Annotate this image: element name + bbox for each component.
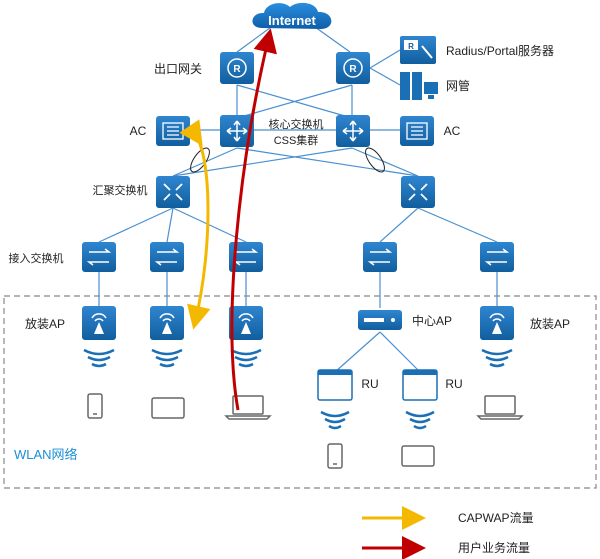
wlan-label: WLAN网络 <box>14 447 78 462</box>
user-traffic-arrow <box>230 28 277 411</box>
router-right: R <box>336 52 370 84</box>
laptop-1-icon <box>224 395 272 420</box>
access-switch-3 <box>229 242 263 272</box>
center-ap-icon <box>358 310 402 330</box>
ap-left-label: 放装AP <box>25 316 65 331</box>
nms-label: 网管 <box>446 78 470 93</box>
ap-3-icon <box>229 306 263 368</box>
router-left: R <box>220 52 254 84</box>
legend-user-traffic: 用户业务流量 <box>362 536 530 559</box>
legend: CAPWAP流量 用户业务流量 <box>362 506 534 559</box>
access-switch-1 <box>82 242 116 272</box>
ac-left-label: AC <box>130 124 147 138</box>
ru-left-label: RU <box>361 377 378 391</box>
terminals <box>87 393 524 469</box>
svg-text:R: R <box>349 64 357 75</box>
center-ap-label: 中心AP <box>412 313 452 328</box>
ap-5-icon <box>480 306 514 368</box>
tablet-1-icon <box>151 397 185 419</box>
legend-user-traffic-label: 用户业务流量 <box>458 540 530 555</box>
svg-text:R: R <box>233 64 241 75</box>
aggregation-switch-left <box>156 176 190 208</box>
wlan-boundary <box>3 295 597 489</box>
aggregation-label: 汇聚交换机 <box>93 183 148 197</box>
phone-2-icon <box>327 443 343 469</box>
access-switch-5 <box>480 242 514 272</box>
tablet-2-icon <box>401 445 435 467</box>
access-label: 接入交换机 <box>9 251 64 265</box>
laptop-2-icon <box>476 395 524 420</box>
exit-gateway-label: 出口网关 <box>154 62 202 76</box>
radius-portal-label: Radius/Portal服务器 <box>446 43 554 58</box>
legend-capwap: CAPWAP流量 <box>362 506 534 530</box>
nms-server-icon <box>400 72 438 100</box>
ac-right <box>400 116 434 146</box>
phone-1-icon <box>87 393 103 419</box>
radius-server-icon: R <box>400 36 436 64</box>
ac-left <box>156 116 190 146</box>
capwap-traffic-arrow <box>179 119 211 330</box>
svg-text:R: R <box>408 42 414 51</box>
legend-capwap-label: CAPWAP流量 <box>458 511 534 525</box>
core-switch-left <box>220 115 254 147</box>
internet-cloud: Internet <box>252 2 332 29</box>
ru-right-label: RU <box>445 377 462 391</box>
css-cluster-label: CSS集群 <box>274 133 319 147</box>
ap-1-icon <box>82 306 116 368</box>
ap-right-label: 放装AP <box>530 316 570 331</box>
access-switch-4 <box>363 242 397 272</box>
ap-icons <box>82 306 514 368</box>
ru-right-icon <box>402 369 438 430</box>
ap-2-icon <box>150 306 184 368</box>
internet-label: Internet <box>268 13 316 28</box>
link-aggregation-ellipse-right <box>365 147 385 173</box>
core-switch-label: 核心交换机 <box>269 117 324 131</box>
access-switch-2 <box>150 242 184 272</box>
ru-left-icon <box>317 369 353 430</box>
access-switches <box>82 242 514 272</box>
ac-right-label: AC <box>444 124 461 138</box>
aggregation-switch-right <box>401 176 435 208</box>
core-switch-right <box>336 115 370 147</box>
